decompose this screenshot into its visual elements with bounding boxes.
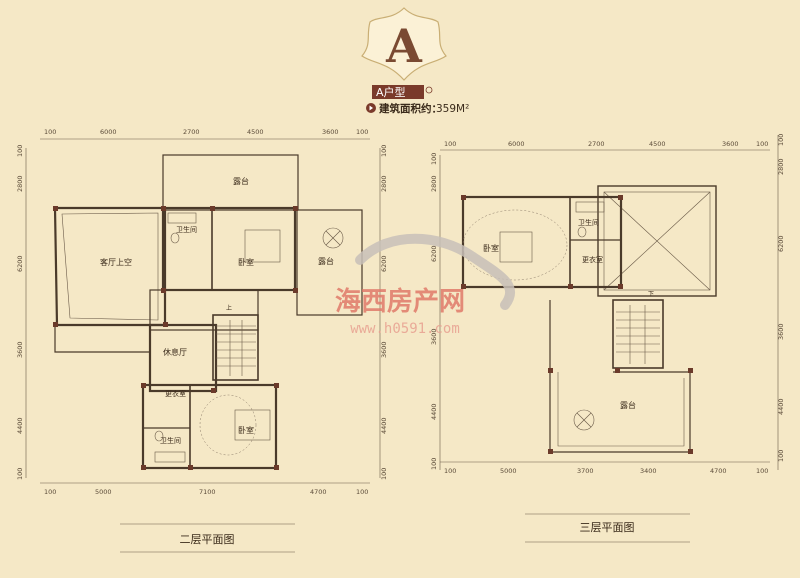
dim-label: 3600 (380, 341, 388, 358)
dim-label: 6200 (430, 245, 438, 262)
room-label-living-void: 客厅上空 (100, 257, 132, 267)
stair-2f (212, 314, 259, 381)
area-label: 建筑面积约： (378, 102, 442, 115)
stair-down-label: 下 (648, 291, 654, 298)
dim-label: 4400 (777, 398, 785, 415)
bedroom1-block (161, 206, 297, 292)
dim-label: 5000 (500, 467, 517, 475)
dim-label: 6000 (100, 128, 117, 136)
dim-label: 4400 (16, 417, 24, 434)
room-label-terrace-top: 露台 (233, 176, 249, 186)
dim-label: 4500 (649, 140, 666, 148)
badge-letter: A (385, 19, 423, 73)
bathtub-icon (575, 201, 605, 213)
terrace-outline (549, 300, 691, 453)
unit-label: A户型 (372, 85, 433, 99)
dim-label: 7100 (199, 488, 216, 496)
room-label-bedroom3: 卧室 (483, 243, 499, 253)
dim-label: 100 (356, 488, 368, 496)
dim-label: 6000 (508, 140, 525, 148)
room-label-closet3: 更衣室 (582, 255, 603, 264)
dim-label: 3600 (430, 328, 438, 345)
dim-label: 5000 (95, 488, 112, 496)
stair-3f (612, 299, 664, 369)
roof-outline (597, 185, 717, 297)
dim-label: 100 (430, 153, 438, 165)
dim-label: 100 (777, 450, 785, 462)
dim-label: 4700 (310, 488, 327, 496)
dim-label: 4500 (247, 128, 264, 136)
dim-label: 3600 (322, 128, 339, 136)
room-label-bath2: 卫生间 (160, 436, 181, 445)
dim-label: 100 (444, 467, 456, 475)
dim-label: 2800 (380, 175, 388, 192)
dim-label: 100 (777, 134, 785, 146)
bedroom3-block (461, 195, 623, 289)
area-line: 建筑面积约： 359M² (366, 102, 469, 115)
dim-label: 100 (430, 458, 438, 470)
floor-plan-3: 100 6000 2700 4500 3600 100 100 5000 370… (430, 134, 785, 543)
room-label-bath3: 卫生间 (578, 218, 599, 227)
watermark-logo-icon (355, 233, 515, 310)
dim-label: 100 (44, 128, 56, 136)
lounge-outline (148, 323, 218, 393)
toilet-icon (154, 430, 164, 442)
dim-label: 100 (16, 468, 24, 480)
dim-label: 6200 (777, 235, 785, 252)
room-label-bedroom1: 卧室 (238, 257, 254, 267)
badge-emblem: A (361, 7, 447, 81)
room-label-lounge: 休息厅 (163, 347, 187, 357)
bed-icon (499, 231, 533, 263)
room-label-closet: 更衣室 (165, 389, 186, 398)
dim-label: 100 (444, 140, 456, 148)
dim-label: 100 (380, 145, 388, 157)
dim-label: 3600 (16, 341, 24, 358)
plan3-caption: 三层平面图 (580, 521, 635, 534)
dim-label: 100 (756, 140, 768, 148)
dim-label: 100 (756, 467, 768, 475)
watermark-text: 海西房产网 (335, 287, 465, 317)
bed-icon (244, 229, 281, 263)
dim-label: 4400 (380, 417, 388, 434)
floor-plan-2: 100 6000 2700 4500 3600 100 100 5000 710… (16, 128, 388, 553)
dim-label: 4400 (430, 403, 438, 420)
dim-label: 2700 (588, 140, 605, 148)
dim-label: 6200 (380, 255, 388, 272)
dim-label: 4700 (710, 467, 727, 475)
table-icon (322, 227, 344, 249)
unit-type: A户型 (376, 85, 406, 99)
dim-label: 3600 (777, 323, 785, 340)
watermark: 海西房产网 www.h0591.com (335, 233, 515, 337)
toilet-icon (577, 226, 587, 238)
bathtub-icon (167, 212, 197, 224)
watermark-url: www.h0591.com (350, 321, 460, 337)
plan2-caption: 二层平面图 (180, 533, 235, 546)
dim-label: 2800 (16, 175, 24, 192)
toilet-icon (170, 232, 180, 244)
bedroom2-block (141, 383, 278, 470)
dim-label: 100 (356, 128, 368, 136)
table-icon (573, 409, 595, 431)
terrace-top-outline (162, 154, 299, 211)
dim-label: 2700 (183, 128, 200, 136)
room-label-terrace-right: 露台 (318, 256, 334, 266)
dim-label: 6200 (16, 255, 24, 272)
room-label-terrace3: 露台 (620, 400, 636, 410)
dim-label: 3700 (577, 467, 594, 475)
dim-label: 100 (380, 468, 388, 480)
area-value: 359M² (436, 103, 469, 115)
bathtub-icon (154, 451, 186, 463)
stair-up-label: 上 (226, 304, 232, 312)
dim-label: 100 (16, 145, 24, 157)
bed-icon (234, 409, 271, 441)
dim-label: 100 (44, 488, 56, 496)
room-label-bath1: 卫生间 (176, 225, 197, 234)
dim-label: 3400 (640, 467, 657, 475)
dim-label: 2800 (430, 175, 438, 192)
room-label-bedroom2: 卧室 (238, 425, 254, 435)
dim-label: 2800 (777, 158, 785, 175)
dim-label: 3600 (722, 140, 739, 148)
